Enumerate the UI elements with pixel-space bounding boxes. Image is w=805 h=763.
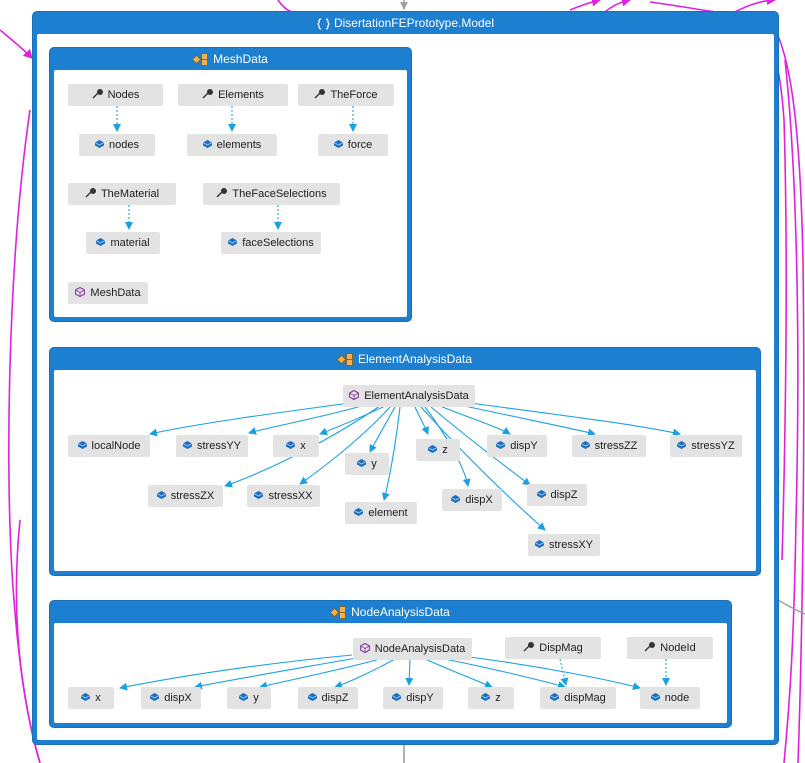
meshdata-group-title: MeshData xyxy=(213,52,268,66)
field-icon xyxy=(496,441,506,450)
class-node-elementanalysisdata[interactable]: ElementAnalysisData xyxy=(343,385,475,407)
field-node-stresszx[interactable]: stressZX xyxy=(148,485,223,507)
field-icon xyxy=(333,140,343,149)
field-icon xyxy=(481,693,491,702)
field-node-stressxy[interactable]: stressXY xyxy=(528,534,600,556)
field-node-stressyy[interactable]: stressYY xyxy=(176,435,248,457)
field-node-na-dispz[interactable]: dispZ xyxy=(298,687,358,709)
field-node-na-x[interactable]: x xyxy=(68,687,114,709)
field-icon xyxy=(228,238,238,247)
field-node-na-dispmag[interactable]: dispMag xyxy=(540,687,616,709)
field-node-dispx[interactable]: dispX xyxy=(442,489,502,511)
field-node-faceselections[interactable]: faceSelections xyxy=(221,232,321,254)
model-title: DisertationFEPrototype.Model xyxy=(333,16,495,30)
field-node-na-y[interactable]: y xyxy=(227,687,271,709)
field-icon xyxy=(95,140,104,149)
field-node-stresszz[interactable]: stressZZ xyxy=(572,435,646,457)
field-node-element[interactable]: element xyxy=(345,502,417,524)
field-node-material[interactable]: material xyxy=(86,232,160,254)
wrench-icon xyxy=(202,89,214,99)
field-icon xyxy=(286,441,296,450)
property-node-thematerial[interactable]: TheMaterial xyxy=(68,183,176,205)
field-icon xyxy=(392,693,402,702)
property-node-nodeid[interactable]: NodeId xyxy=(627,637,713,659)
class-icon xyxy=(359,643,370,654)
class-node-meshdata[interactable]: MeshData xyxy=(68,282,148,304)
field-icon xyxy=(357,459,367,468)
elementanalysisdata-group[interactable]: ElementAnalysisData xyxy=(50,348,760,575)
field-icon xyxy=(451,495,461,504)
wrench-icon xyxy=(314,89,326,99)
nodeanalysisdata-group-title-bar[interactable]: NodeAnalysisData xyxy=(50,601,731,623)
field-icon xyxy=(534,540,544,549)
field-icon xyxy=(536,490,546,499)
field-icon xyxy=(354,508,364,517)
field-node-z[interactable]: z xyxy=(416,439,460,461)
field-icon xyxy=(677,441,687,450)
field-node-localnode[interactable]: localNode xyxy=(68,435,150,457)
field-icon xyxy=(650,693,660,702)
class-icon xyxy=(75,287,86,298)
field-node-elements[interactable]: elements xyxy=(187,134,277,156)
field-node-y[interactable]: y xyxy=(345,453,389,475)
field-node-dispz[interactable]: dispZ xyxy=(527,484,587,506)
class-group-icon xyxy=(331,606,347,620)
field-icon xyxy=(550,693,560,702)
field-icon xyxy=(239,693,249,702)
field-icon xyxy=(96,238,106,247)
field-icon xyxy=(81,693,91,702)
field-icon xyxy=(580,441,590,450)
property-node-elements[interactable]: Elements xyxy=(178,84,288,106)
field-icon xyxy=(150,693,160,702)
nodeanalysisdata-group-title: NodeAnalysisData xyxy=(351,605,450,619)
class-icon xyxy=(349,390,360,401)
field-node-na-z[interactable]: z xyxy=(468,687,514,709)
wrench-icon xyxy=(644,642,656,652)
wrench-icon xyxy=(216,188,228,198)
model-title-bar[interactable]: DisertationFEPrototype.Model xyxy=(33,12,778,34)
namespace-icon xyxy=(317,18,330,30)
wrench-icon xyxy=(92,89,103,99)
field-node-na-dispx[interactable]: dispX xyxy=(141,687,201,709)
elementanalysisdata-group-title-bar[interactable]: ElementAnalysisData xyxy=(50,348,760,370)
class-group-icon xyxy=(193,53,209,67)
field-node-force[interactable]: force xyxy=(318,134,388,156)
property-node-theforce[interactable]: TheForce xyxy=(298,84,394,106)
class-group-icon xyxy=(337,353,353,367)
field-icon xyxy=(182,441,192,450)
property-node-dispmag[interactable]: DispMag xyxy=(505,637,601,659)
field-icon xyxy=(254,491,264,500)
elementanalysisdata-group-title: ElementAnalysisData xyxy=(357,352,473,366)
field-icon xyxy=(202,140,212,149)
field-node-nodes[interactable]: nodes xyxy=(79,134,155,156)
field-icon xyxy=(77,441,87,450)
field-icon xyxy=(156,491,166,500)
wrench-icon xyxy=(85,188,96,198)
field-node-na-dispy[interactable]: dispY xyxy=(383,687,443,709)
property-node-nodes[interactable]: Nodes xyxy=(68,84,163,106)
field-node-dispy[interactable]: dispY xyxy=(487,435,547,457)
field-node-na-node[interactable]: node xyxy=(640,687,700,709)
field-icon xyxy=(428,445,438,454)
field-node-stressyz[interactable]: stressYZ xyxy=(670,435,742,457)
class-node-nodeanalysisdata[interactable]: NodeAnalysisData xyxy=(353,638,472,660)
field-node-x[interactable]: x xyxy=(273,435,319,457)
property-node-thefaceselections[interactable]: TheFaceSelections xyxy=(203,183,340,205)
field-icon xyxy=(307,693,317,702)
meshdata-group-title-bar[interactable]: MeshData xyxy=(50,48,411,70)
field-node-stressxx[interactable]: stressXX xyxy=(247,485,320,507)
wrench-icon xyxy=(523,642,535,652)
